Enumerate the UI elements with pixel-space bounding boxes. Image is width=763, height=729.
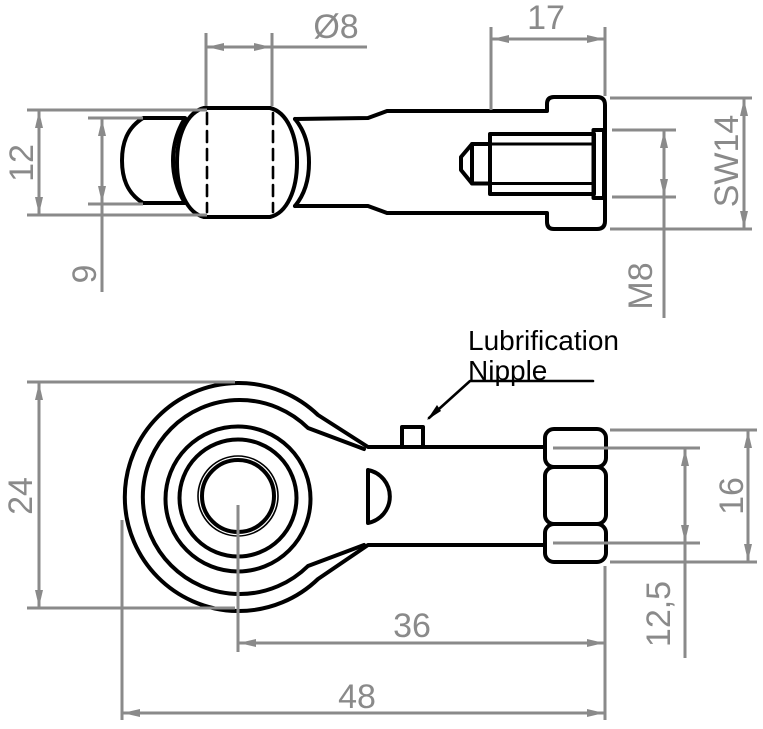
stud-washer <box>591 128 606 200</box>
arrow-16-up <box>744 431 752 448</box>
arrow-9-down <box>98 186 106 203</box>
dim-text-thread-length: 17 <box>527 0 565 37</box>
arrow-24-up <box>35 383 43 400</box>
dim-thread-length-lines <box>489 27 607 110</box>
arrow-36-left <box>239 639 256 647</box>
dim-text-center-to-end: 36 <box>393 607 431 645</box>
dimension-texts: Ø8 17 12 9 SW14 M8 24 16 12,5 36 48 <box>2 0 751 716</box>
dim-head-height-lines <box>27 380 235 610</box>
dim-text-housing-width: 12 <box>3 144 41 182</box>
bottom-view-head-tip <box>366 468 392 525</box>
dimension-arrowheads <box>35 35 752 717</box>
lubrification-nipple-label: Lubrification Nipple <box>468 325 619 386</box>
dim-text-head-height: 24 <box>2 477 40 515</box>
dim-text-bore-diameter: Ø8 <box>313 8 358 46</box>
lubrification-label-line1: Lubrification <box>468 325 619 356</box>
arrow-sw14-down <box>740 211 748 228</box>
side-view-threaded-stud <box>459 128 606 200</box>
lubrification-label-line2: Nipple <box>468 355 547 386</box>
arrow-36-right <box>587 639 604 647</box>
arrow-m8-down <box>660 179 668 196</box>
arrow-17-left <box>492 35 509 43</box>
dim-shank-height-lines <box>553 446 700 658</box>
arrow-sw14-up <box>740 99 748 116</box>
dim-text-thread-size: M8 <box>622 262 660 309</box>
side-view-bore-dashed-lines <box>205 111 275 214</box>
dim-bore-diameter-lines <box>204 33 367 106</box>
bottom-view-head-outer <box>122 381 547 613</box>
arrow-12-down <box>35 197 43 214</box>
arrow-48-right <box>587 709 604 717</box>
side-view-ball <box>175 106 299 219</box>
stud-tip <box>459 142 492 186</box>
dim-overall-length-lines <box>120 520 605 720</box>
dim-text-overall-length: 48 <box>338 678 376 716</box>
stud-thread-root-lines <box>488 142 596 185</box>
dim-thread-size-lines <box>612 128 676 318</box>
dim-text-nut-height: 16 <box>713 477 751 515</box>
lubrication-nipple <box>400 425 425 449</box>
arrow-bore-right <box>254 43 271 51</box>
bottom-view-outline <box>122 379 608 613</box>
dim-text-hex-across-flats: SW14 <box>708 115 746 208</box>
arrow-bore-left <box>207 43 224 51</box>
arrow-m8-up <box>660 131 668 148</box>
arrow-125-down <box>681 525 689 542</box>
arrow-12-up <box>35 111 43 128</box>
dim-text-ball-width: 9 <box>66 265 104 284</box>
arrow-16-down <box>744 544 752 561</box>
dim-center-to-end-lines <box>236 505 607 720</box>
side-view-outline <box>120 95 607 231</box>
dimension-lines <box>27 27 757 720</box>
arrow-9-up <box>98 119 106 136</box>
arrow-125-up <box>681 449 689 466</box>
side-view-housing-arc <box>293 117 311 208</box>
side-view-shank-flange <box>293 95 607 231</box>
dim-hex-across-flats-lines <box>610 96 752 231</box>
arrow-48-left <box>123 709 140 717</box>
bottom-view-head-inner-ring <box>140 398 366 596</box>
dim-ball-width-lines <box>88 116 143 292</box>
arrow-24-down <box>35 590 43 607</box>
nipple-leader-line <box>427 379 595 420</box>
nipple-leader-arrowhead <box>427 405 441 420</box>
dim-text-shank-height: 12,5 <box>640 581 678 647</box>
arrow-17-right <box>587 35 604 43</box>
hex-face-middle <box>543 465 608 526</box>
